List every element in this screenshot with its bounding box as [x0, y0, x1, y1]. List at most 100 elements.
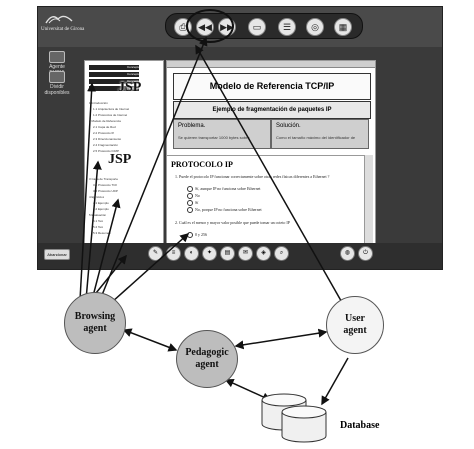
- tree-item[interactable]: 4 Ejercicios: [89, 195, 105, 199]
- question-2: 2. Cuál es el menor y mayor valor posibl…: [175, 220, 290, 225]
- calendar-icon: ▦: [338, 22, 348, 32]
- contents-button[interactable]: ☰: [278, 18, 296, 36]
- arrow-to-tree: [79, 82, 97, 301]
- arrow-user-screen: [195, 44, 345, 307]
- radio-button[interactable]: [187, 186, 193, 193]
- arrow-to-quiz: [111, 232, 190, 303]
- q1-option[interactable]: Sí: [187, 200, 199, 207]
- side-item-dividir[interactable]: Dividir disponibles: [42, 71, 72, 96]
- side-item-dividir-label: Dividir disponibles: [44, 84, 70, 96]
- tree-item[interactable]: 1 Introducción: [89, 101, 108, 105]
- glossary-button[interactable]: ◈: [256, 246, 271, 261]
- pedagogic-agent-node: Pedagogic agent: [176, 330, 238, 388]
- mail-button[interactable]: ✉: [238, 246, 253, 261]
- abandon-button[interactable]: Abandonar: [44, 249, 70, 260]
- tree-header[interactable]: Concepto 3: [127, 79, 143, 83]
- tree-item[interactable]: 4.2 Ejemplo: [93, 207, 109, 211]
- logo-text: Universitat de Girona: [41, 27, 85, 32]
- arrow-pedagogic-database: [224, 379, 272, 401]
- application-window: Universitat de Girona Agente EURIA Divid…: [37, 6, 443, 270]
- browsing-agent-label: Browsing agent: [74, 311, 116, 334]
- book-button[interactable]: ▤: [220, 246, 235, 261]
- arrow-to-tree-lower: [85, 160, 102, 301]
- tree-item[interactable]: 3 Capa de Transporte: [89, 177, 119, 181]
- quiz-scrollbar[interactable]: [364, 155, 373, 255]
- agent-icon: [49, 51, 65, 63]
- page-title: Modelo de Referencia TCP/IP: [173, 73, 371, 100]
- web-icon: ◍: [344, 250, 351, 256]
- q1-option-label: Sí, aunque IP no funciona sobre Ethernet: [195, 186, 261, 191]
- page-button[interactable]: ▭: [248, 18, 266, 36]
- q1-option[interactable]: Sí, aunque IP no funciona sobre Ethernet: [187, 186, 261, 193]
- university-logo: [44, 11, 74, 25]
- tree-item[interactable]: 4.1 Ejemplo: [93, 201, 109, 205]
- q1-option[interactable]: No: [187, 193, 200, 200]
- arrow-pedagogic-user: [234, 328, 328, 350]
- q1-option-label: Sí: [195, 200, 199, 205]
- note-button[interactable]: ✎: [148, 246, 163, 261]
- tree-item[interactable]: 3.1 Protocolo TCP: [93, 183, 118, 187]
- jsp-label: JSP: [108, 152, 132, 167]
- navigation-highlight-ring: [186, 9, 234, 43]
- page-icon: ▭: [252, 22, 262, 32]
- browsing-agent-node: Browsing agent: [64, 292, 126, 354]
- pedagogic-agent-label: Pedagogic agent: [185, 347, 229, 370]
- user-agent-node: User agent: [326, 296, 384, 354]
- q1-option[interactable]: No, porque IP no funciona sobre Ethernet: [187, 207, 262, 214]
- tree-item[interactable]: 2 Modelo de Referencia: [89, 119, 121, 123]
- tree-item[interactable]: 2.4 Fragmentación: [93, 143, 119, 147]
- solution-text: Como el tamaño máximo del identificador …: [276, 135, 356, 140]
- mail-icon: ✉: [242, 250, 249, 256]
- tree-header[interactable]: Concepto 1: [127, 65, 143, 69]
- print-icon: ⎙: [179, 22, 187, 32]
- chat-icon: ◐: [189, 250, 194, 256]
- jsp-label: JSP: [118, 80, 142, 95]
- tree-item[interactable]: 5.3 Resumen: [93, 231, 111, 235]
- solution-label: Solución.: [276, 123, 301, 129]
- tree-item[interactable]: 2.1 Capa de Red: [93, 125, 116, 129]
- q2-option-label: 0 y 256: [195, 232, 207, 237]
- tree-item[interactable]: 2.3 Direccionamiento: [93, 137, 122, 141]
- problem-label: Problema.: [178, 123, 206, 129]
- tool-icon: ✦: [206, 250, 213, 256]
- chat-button[interactable]: ◐: [184, 246, 199, 261]
- exit-icon: ⏻: [363, 250, 368, 256]
- tree-item[interactable]: 2.2 Protocolo IP: [93, 131, 115, 135]
- tree-item[interactable]: 2.5 Protocolo ICMP: [93, 149, 120, 153]
- arrow-to-toolbar: [91, 254, 127, 299]
- tree-item[interactable]: 1.2 Protocolos de Internet: [93, 113, 128, 117]
- radio-button[interactable]: [187, 193, 193, 200]
- q1-option-label: No: [195, 193, 200, 198]
- calendar-button[interactable]: ▦: [334, 18, 352, 36]
- web-button[interactable]: ◍: [340, 246, 355, 261]
- search-button[interactable]: ⌕: [274, 246, 289, 261]
- tree-item[interactable]: 5.1 Test: [93, 219, 104, 223]
- help-button[interactable]: ◎: [306, 18, 324, 36]
- question-1: 1. Puede el protocolo IP funcionar corre…: [175, 174, 330, 179]
- radio-button[interactable]: [187, 207, 193, 214]
- user-agent-label: User agent: [343, 313, 367, 336]
- problem-text: Se quieren transportar 1000 bytes sobre: [178, 135, 250, 140]
- content-panel: Modelo de Referencia TCP/IP Ejemplo de f…: [166, 60, 376, 258]
- tree-header-bar: [89, 65, 139, 70]
- tree-header[interactable]: Concepto 4: [127, 86, 143, 90]
- exit-button[interactable]: ⏻: [358, 246, 373, 261]
- help-icon: ◎: [311, 22, 319, 32]
- tree-item[interactable]: 5 Evaluación: [89, 213, 107, 217]
- radio-button[interactable]: [187, 200, 193, 207]
- tree-item[interactable]: 3.2 Protocolo UDP: [93, 189, 118, 193]
- tree-header[interactable]: Concepto 2: [127, 72, 143, 76]
- database-icon: [261, 393, 327, 443]
- problem-box: Problema. Se quieren transportar 1000 by…: [173, 119, 271, 149]
- tree-item[interactable]: 5.2 Test: [93, 225, 104, 229]
- search-icon: ⌕: [279, 250, 284, 256]
- contents-icon: ☰: [282, 22, 292, 32]
- tool-button[interactable]: ✦: [202, 246, 217, 261]
- tree-header-bar: [89, 79, 139, 84]
- solution-box: Solución. Como el tamaño máximo del iden…: [271, 119, 369, 149]
- quiz-panel: PROTOCOLO IP 1. Puede el protocolo IP fu…: [167, 155, 373, 256]
- tree-item[interactable]: 1.1 Arquitectura de Internet: [93, 107, 130, 111]
- tree-header-bar: [89, 72, 139, 77]
- glossary-icon: ◈: [261, 250, 266, 256]
